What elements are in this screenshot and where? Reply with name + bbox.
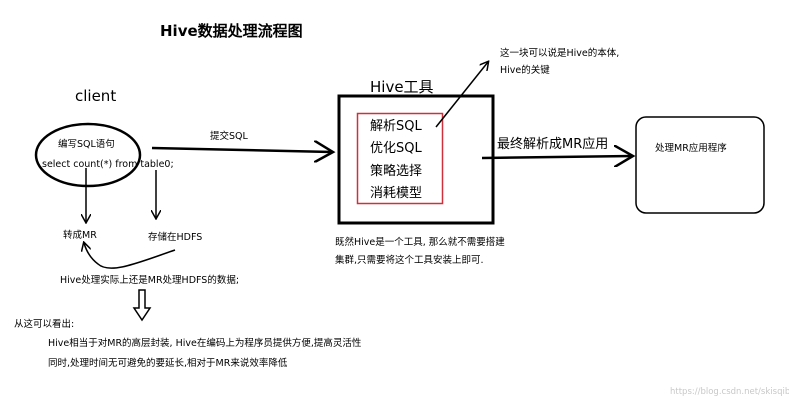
hive-mr-note: Hive处理实际上还是MR处理HDFS的数据;	[60, 274, 239, 286]
core-note-2: Hive的关键	[500, 64, 550, 76]
submit-sql-arrow	[151, 148, 332, 152]
hive-tool-note-1: 既然Hive是一个工具, 那么就不需要搭建	[335, 236, 505, 248]
curved-arrow	[84, 243, 176, 269]
client-label: client	[75, 87, 116, 105]
mr-app-box	[635, 116, 765, 214]
store-hdfs-label: 存储在HDFS	[148, 231, 202, 243]
diagram-title: Hive数据处理流程图	[160, 22, 303, 40]
conclusion-line-2: 同时,处理时间无可避免的要延长,相对于MR来说效率降低	[48, 357, 288, 369]
core-note-arrow	[435, 62, 488, 128]
hive-item: 消耗模型	[370, 186, 422, 201]
mr-app-label: 处理MR应用程序	[655, 142, 727, 154]
hive-item: 优化SQL	[370, 141, 422, 156]
client-text-2: select count(*) from table0;	[42, 159, 174, 170]
to-mr-label: 转成MR	[63, 229, 97, 241]
core-note-1: 这一块可以说是Hive的本体,	[500, 47, 619, 59]
conclusion-heading: 从这可以看出:	[14, 318, 74, 330]
client-ellipse	[34, 122, 142, 188]
output-arrow	[481, 156, 632, 158]
output-label: 最终解析成MR应用	[497, 136, 608, 152]
conclusion-line-1: Hive相当于对MR的高层封装, Hive在编码上为程序员提供方便,提高灵活性	[48, 337, 362, 349]
hollow-down-arrow-icon	[132, 289, 152, 322]
hive-item: 策略选择	[370, 163, 422, 179]
hive-tool-label: Hive工具	[370, 78, 434, 96]
watermark: https://blog.csdn.net/skisqibao	[670, 387, 789, 397]
client-text-1: 编写SQL语句	[58, 138, 115, 150]
hive-core-box	[356, 112, 444, 205]
hive-tool-note-2: 集群,只需要将这个工具安装上即可.	[335, 254, 484, 266]
hive-tool-box	[337, 94, 495, 225]
submit-sql-label: 提交SQL	[210, 130, 249, 142]
hive-item: 解析SQL	[370, 119, 422, 134]
